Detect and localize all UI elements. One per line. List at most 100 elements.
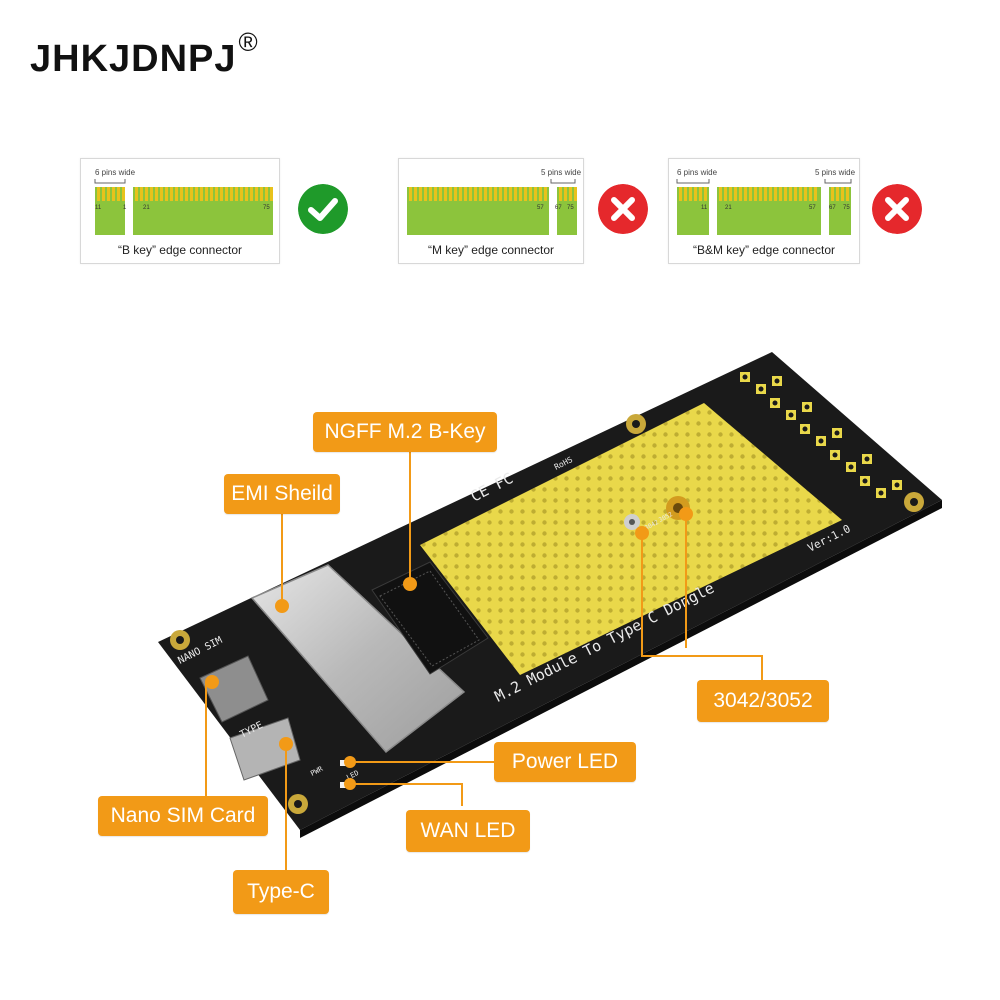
typec-dot bbox=[279, 737, 293, 751]
gold-pin bbox=[679, 187, 682, 201]
gold-pin bbox=[459, 187, 462, 201]
leader-lines bbox=[205, 452, 763, 870]
type-c-port bbox=[229, 717, 301, 781]
m-key-connector-illustration: 5 pins wide 57 67 75 bbox=[407, 168, 582, 235]
gold-pin bbox=[789, 187, 792, 201]
gold-pin bbox=[150, 187, 153, 201]
gold-pin bbox=[469, 187, 472, 201]
gold-pin bbox=[779, 187, 782, 201]
gold-pin bbox=[769, 187, 772, 201]
gold-pin bbox=[195, 187, 198, 201]
gold-pin bbox=[739, 187, 742, 201]
gold-pin bbox=[539, 187, 542, 201]
gold-pin bbox=[210, 187, 213, 201]
m-key-caption: “M key” edge connector bbox=[427, 243, 555, 257]
gold-pin bbox=[225, 187, 228, 201]
callout-wan-led: WAN LED bbox=[406, 810, 530, 852]
power-led bbox=[340, 760, 348, 766]
gold-pin bbox=[484, 187, 487, 201]
gold-pin bbox=[804, 187, 807, 201]
gold-pin bbox=[774, 187, 777, 201]
size-leader-a bbox=[641, 535, 763, 680]
leader-dots bbox=[205, 507, 693, 790]
gold-pin bbox=[270, 187, 273, 201]
callout-size: 3042/3052 bbox=[697, 680, 829, 722]
gold-pin bbox=[220, 187, 223, 201]
power-dot bbox=[344, 756, 356, 768]
b-key-pin-75: 75 bbox=[263, 205, 270, 211]
gold-pin bbox=[439, 187, 442, 201]
gold-pin bbox=[809, 187, 812, 201]
ngff-dot bbox=[403, 577, 417, 591]
gold-pin bbox=[444, 187, 447, 201]
cross-icon bbox=[872, 184, 922, 234]
pcb-edge bbox=[300, 500, 942, 838]
gold-pin bbox=[514, 187, 517, 201]
gold-pin bbox=[734, 187, 737, 201]
emi-dot bbox=[275, 599, 289, 613]
gold-pin bbox=[559, 187, 562, 201]
gold-pin bbox=[240, 187, 243, 201]
gold-pin bbox=[684, 187, 687, 201]
gold-pin bbox=[434, 187, 437, 201]
brand-name: JHKJDNPJ bbox=[30, 38, 237, 80]
gold-pin bbox=[529, 187, 532, 201]
emi-shield bbox=[250, 564, 466, 754]
gold-pin bbox=[534, 187, 537, 201]
gold-pin bbox=[764, 187, 767, 201]
gold-pin bbox=[107, 187, 110, 201]
b-key-pin-21: 21 bbox=[143, 205, 150, 211]
gold-pin bbox=[784, 187, 787, 201]
bm-key-pin-57: 57 bbox=[809, 205, 816, 211]
callout-type-c: Type-C bbox=[233, 870, 329, 914]
gold-pin bbox=[414, 187, 417, 201]
gold-pin bbox=[831, 187, 834, 201]
gold-pin bbox=[230, 187, 233, 201]
wan-dot bbox=[344, 778, 356, 790]
gold-pin bbox=[574, 187, 577, 201]
gold-pin bbox=[165, 187, 168, 201]
gold-pin bbox=[205, 187, 208, 201]
bm-key-connector-illustration: 6 pins wide 5 pins wide 11 21 57 67 75 bbox=[676, 168, 856, 235]
callout-ngff: NGFF M.2 B-Key bbox=[313, 412, 497, 452]
bm-key-pin-75: 75 bbox=[843, 205, 850, 211]
gold-pin bbox=[215, 187, 218, 201]
gold-pin bbox=[846, 187, 849, 201]
gold-pin bbox=[155, 187, 158, 201]
gold-pin bbox=[135, 187, 138, 201]
gold-pin bbox=[699, 187, 702, 201]
gold-pin bbox=[744, 187, 747, 201]
bm-key-left-note: 6 pins wide bbox=[677, 168, 718, 177]
gold-pin bbox=[799, 187, 802, 201]
gold-pin bbox=[260, 187, 263, 201]
gold-pin bbox=[145, 187, 148, 201]
gold-pin bbox=[160, 187, 163, 201]
gold-pin bbox=[409, 187, 412, 201]
b-key-left-note: 6 pins wide bbox=[95, 168, 136, 177]
gold-pin bbox=[190, 187, 193, 201]
cross-icon bbox=[598, 184, 648, 234]
gold-pin bbox=[200, 187, 203, 201]
b-key-caption: “B key” edge connector bbox=[117, 243, 243, 257]
gold-pin bbox=[102, 187, 105, 201]
size-dot-a bbox=[635, 526, 649, 540]
bm-key-pin-21: 21 bbox=[725, 205, 732, 211]
gold-pin bbox=[749, 187, 752, 201]
gold-pin bbox=[759, 187, 762, 201]
gold-pin bbox=[494, 187, 497, 201]
gold-pin bbox=[729, 187, 732, 201]
gold-pin bbox=[694, 187, 697, 201]
gold-pin bbox=[245, 187, 248, 201]
gold-pin bbox=[97, 187, 100, 201]
gold-pin bbox=[504, 187, 507, 201]
gold-pin bbox=[524, 187, 527, 201]
bm-key-pin-11: 11 bbox=[701, 205, 708, 211]
gold-pin bbox=[519, 187, 522, 201]
wan-leader bbox=[350, 783, 463, 806]
gold-pin bbox=[719, 187, 722, 201]
callout-nano-sim: Nano SIM Card bbox=[98, 796, 268, 836]
gold-pin bbox=[479, 187, 482, 201]
callout-emi: EMI Sheild bbox=[224, 474, 340, 514]
gold-pin bbox=[419, 187, 422, 201]
m-key-right-note: 5 pins wide bbox=[541, 168, 582, 177]
